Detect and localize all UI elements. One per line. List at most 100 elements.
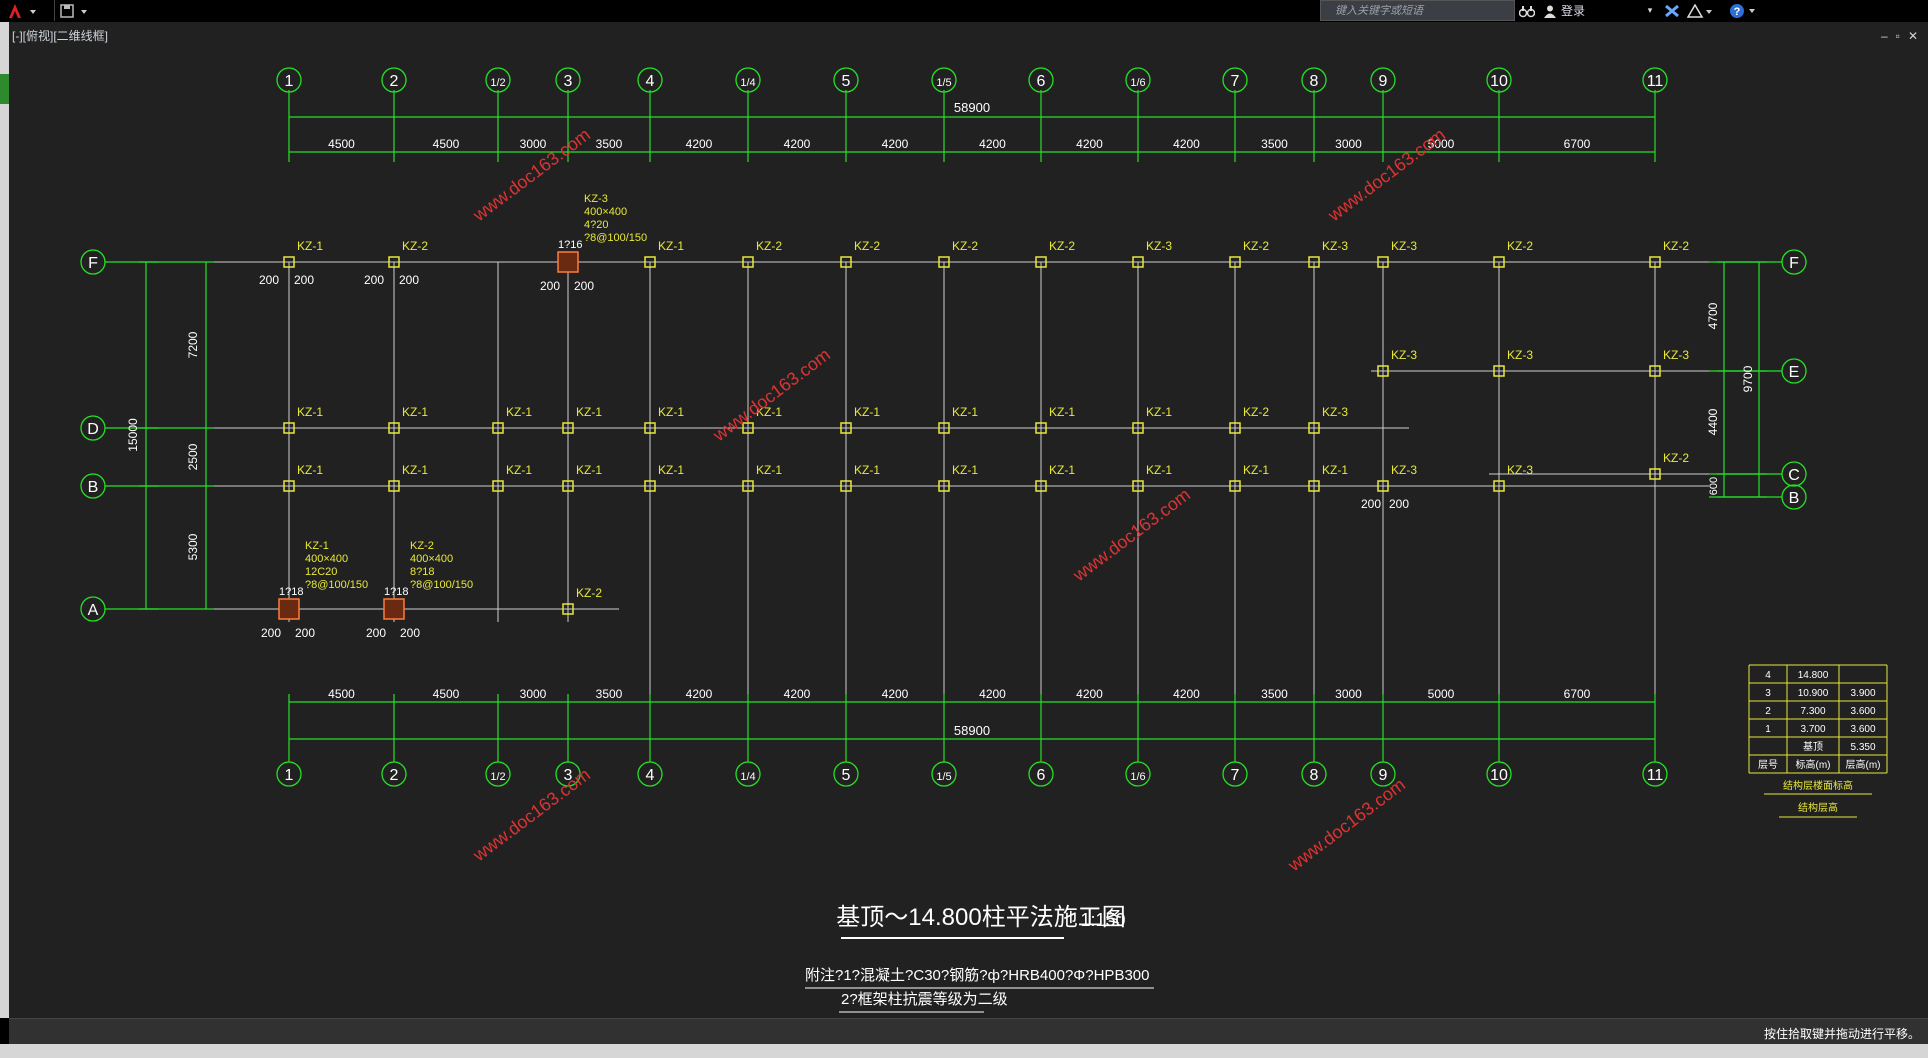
dim-segment-bottom: 3500: [1261, 687, 1288, 701]
level-table-cell: 层高(m): [1846, 758, 1881, 771]
login-button[interactable]: 登录: [1561, 4, 1586, 18]
viewport-controls-label[interactable]: [-][俯视][二维线框]: [12, 29, 109, 43]
column-marker: [1132, 480, 1144, 492]
minimize-icon[interactable]: –: [1880, 29, 1888, 43]
search-box[interactable]: [1320, 0, 1515, 21]
column-marker: [1308, 422, 1320, 434]
level-table-cell: 标高(m): [1796, 758, 1831, 771]
grid-label-top: 1/5: [936, 77, 951, 89]
column-label-F: KZ-2: [1663, 239, 1689, 253]
column-marker: [388, 422, 400, 434]
column-detail-text: 400×400: [305, 553, 348, 565]
dim-segment-top: 3500: [1261, 137, 1288, 151]
column-marker: [840, 256, 852, 268]
grid-bubble-top: [1370, 67, 1396, 93]
column-label-F: KZ-3: [1391, 239, 1417, 253]
save-icon[interactable]: [54, 0, 95, 21]
grid-bubble-top: [485, 67, 511, 93]
drawing-note: 附注?1?混凝土?C30?钢筋?ф?HRB400?Φ?HPB300: [805, 967, 1149, 984]
grid-label-bottom: 10: [1490, 767, 1508, 784]
dim-right: 4400: [1706, 408, 1720, 435]
left-panel-edge: [0, 22, 9, 1018]
column-bar-tag: 1?16: [558, 239, 582, 251]
grid-label-bottom: 8: [1310, 767, 1319, 784]
column-label-D: KZ-1: [952, 405, 978, 419]
a360-icon[interactable]: [1686, 0, 1714, 21]
grid-label-right: C: [1788, 467, 1800, 484]
restore-icon[interactable]: ▫: [1895, 29, 1900, 43]
column-marker: [388, 256, 400, 268]
level-table-cell: 层号: [1758, 759, 1778, 771]
grid-label-top: 5: [842, 73, 851, 90]
grid-label-right: F: [1789, 255, 1799, 272]
column-label-F: KZ-2: [756, 239, 782, 253]
column-label-B: KZ-1: [297, 463, 323, 477]
close-icon[interactable]: ✕: [1907, 29, 1918, 43]
grid-label-top: 6: [1037, 73, 1046, 90]
column-label-B: KZ-1: [952, 463, 978, 477]
search-input[interactable]: [1321, 1, 1514, 21]
dim-segment-bottom: 4200: [686, 687, 713, 701]
autocad-logo-icon[interactable]: [4, 0, 44, 21]
column-bar-tag: 1?18: [384, 586, 408, 598]
column-label-D: KZ-3: [1322, 405, 1348, 419]
dim-segment-top: 4200: [1076, 137, 1103, 151]
grid-label-bottom: 7: [1231, 767, 1240, 784]
grid-bubble-top: [1222, 67, 1248, 93]
grid-label-bottom: 1: [285, 767, 294, 784]
window-controls: – ▫ ✕: [1881, 29, 1918, 43]
dim-total-bottom: 58900: [954, 723, 990, 738]
grid-label-top: 3: [564, 73, 573, 90]
grid-bubble-bottom: [485, 761, 511, 787]
dim-segment-top: 4200: [882, 137, 909, 151]
column-marker: [1493, 365, 1505, 377]
left-panel-marker: [0, 74, 9, 104]
dim-segment-top: 3500: [596, 137, 623, 151]
dim-segment-bottom: 3000: [520, 687, 547, 701]
login-dropdown-icon[interactable]: ▾: [1647, 5, 1653, 15]
grid-label-top: 2: [390, 73, 399, 90]
dim-segment-top: 4500: [433, 137, 460, 151]
column-marker: [1308, 480, 1320, 492]
grid-label-top: 1/2: [490, 77, 505, 89]
grid-bubble-bottom: [1301, 761, 1327, 787]
level-table-cell: 3.900: [1850, 688, 1875, 699]
grid-bubble-bottom: [1642, 761, 1668, 787]
grid-bubble-bottom: [833, 761, 859, 787]
command-status-bar: 按住拾取键并拖动进行平移。: [9, 1018, 1928, 1045]
grid-bubble-top: [1028, 67, 1054, 93]
binoculars-graphic: [1519, 5, 1535, 17]
dim-segment-bottom: 4200: [1173, 687, 1200, 701]
column-label-B: KZ-1: [854, 463, 880, 477]
column-marker: [742, 422, 754, 434]
grid-label-bottom: 5: [842, 767, 851, 784]
column-label-D: KZ-1: [756, 405, 782, 419]
level-table-cell: 基顶: [1803, 740, 1823, 753]
grid-bubble-bottom: [381, 761, 407, 787]
column-label-E: KZ-3: [1507, 348, 1533, 362]
dim-left: 7200: [186, 331, 200, 358]
column-label-D: KZ-1: [1146, 405, 1172, 419]
binoculars-icon[interactable]: [1517, 0, 1537, 21]
user-icon[interactable]: [1541, 0, 1559, 21]
dim-segment-bottom: 4500: [328, 687, 355, 701]
grid-bubble-top: [1301, 67, 1327, 93]
autocad-logo-graphic: [9, 3, 36, 18]
grid-label-top: 1/4: [740, 77, 755, 89]
column-marker: [1035, 256, 1047, 268]
column-marker: [1035, 422, 1047, 434]
column-marker: [1035, 480, 1047, 492]
grid-label-left: A: [88, 602, 99, 619]
column-marker: [1132, 256, 1144, 268]
column-label-D: KZ-2: [1243, 405, 1269, 419]
column-marker: [938, 422, 950, 434]
exchange-icon[interactable]: [1662, 0, 1682, 21]
dim-segment-bottom: 6700: [1564, 687, 1591, 701]
dim-left: 5300: [186, 533, 200, 560]
help-icon[interactable]: ?: [1728, 0, 1758, 21]
grid-label-left: B: [88, 479, 99, 496]
column-marker: [492, 422, 504, 434]
column-detail-text: ?8@100/150: [584, 232, 647, 244]
